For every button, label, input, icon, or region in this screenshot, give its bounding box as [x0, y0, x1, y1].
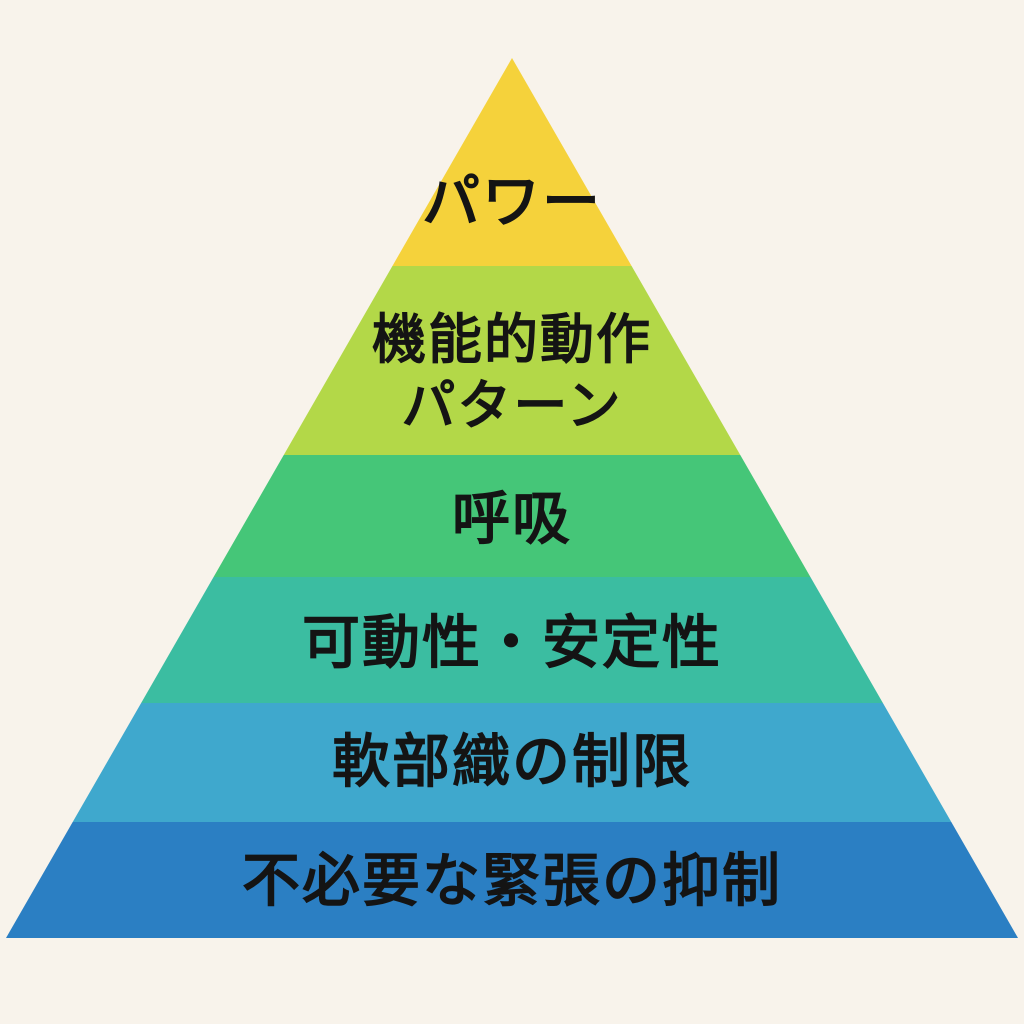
- pyramid-level-4-label: 可動性・安定性: [302, 611, 722, 676]
- pyramid-level-3-label: 呼吸: [452, 487, 572, 552]
- pyramid-labels: パワー 機能的動作 パターン 呼吸 可動性・安定性 軟部織の制限 不必要な緊張の…: [242, 170, 782, 914]
- pyramid-level-5-label: 軟部織の制限: [332, 730, 692, 795]
- pyramid-level-2-label-line1: 機能的動作: [372, 310, 652, 370]
- pyramid-level-5-band: [6, 703, 1018, 822]
- pyramid-level-6-band: [6, 822, 1018, 938]
- pyramid-level-6-label: 不必要な緊張の抑制: [242, 849, 782, 914]
- pyramid-level-1-label: パワー: [422, 170, 602, 235]
- pyramid-level-2-label-line2: パターン: [401, 376, 622, 436]
